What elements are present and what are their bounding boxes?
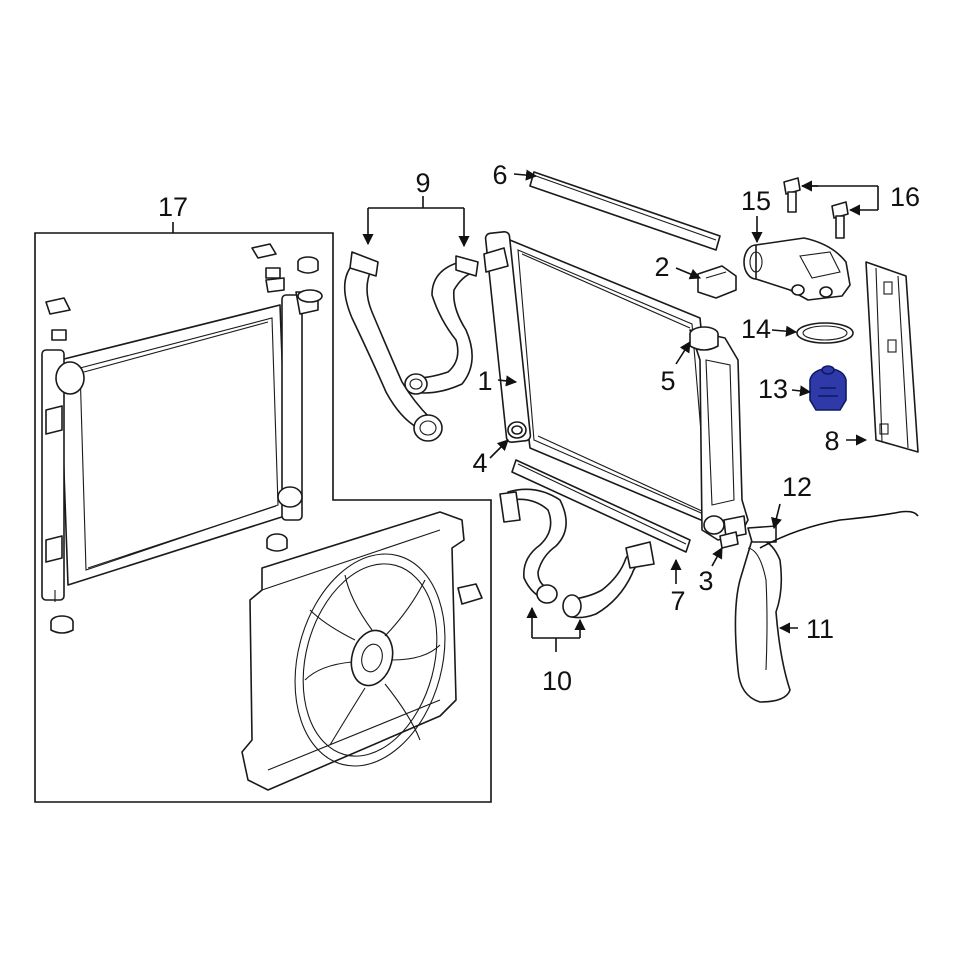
callout-17: 17 [158,192,188,222]
inset-fan-shroud[interactable] [241,511,467,791]
callout-13: 13 [758,374,788,404]
coolant-reservoir-11[interactable] [734,525,791,703]
radiator-1[interactable] [483,231,721,529]
callout-4: 4 [472,448,487,478]
seal-ring-14[interactable] [796,322,854,344]
callout-1: 1 [477,366,492,396]
assembly-inset-17 [34,222,492,803]
thermostat-13[interactable] [809,365,847,411]
side-panel-8[interactable] [865,261,919,453]
radiator-cap-5[interactable] [689,326,719,351]
inset-small-parts [45,243,483,634]
callout-15: 15 [741,186,771,216]
callout-7: 7 [670,586,685,616]
callout-14: 14 [741,314,771,344]
upper-hoses-9[interactable] [343,251,479,442]
bracket-2[interactable] [697,265,737,299]
inset-radiator-assembly[interactable] [41,289,323,602]
overflow-hose-12[interactable] [759,510,919,549]
drain-plug-3[interactable] [719,531,739,549]
callout-6: 6 [492,160,507,190]
lower-hoses-10[interactable] [499,488,655,619]
callout-labels: 17 9 6 15 16 2 14 5 13 1 8 4 12 3 7 11 1… [158,160,920,696]
fitting-4[interactable] [511,425,523,435]
callout-16: 16 [890,182,920,212]
callout-2: 2 [654,252,669,282]
callout-11: 11 [806,614,834,644]
callout-3: 3 [698,566,713,596]
callout-8: 8 [824,426,839,456]
callout-9: 9 [415,168,430,198]
callout-5: 5 [660,366,675,396]
lower-air-seal-7[interactable] [511,459,691,553]
thermostat-housing-15[interactable] [743,237,851,301]
leader-lines [362,169,879,652]
callout-12: 12 [782,472,812,502]
bolts-16[interactable] [783,177,849,239]
upper-air-seal-6[interactable] [529,171,721,251]
radiator-side-bracket[interactable] [689,329,749,541]
callout-10: 10 [542,666,572,696]
